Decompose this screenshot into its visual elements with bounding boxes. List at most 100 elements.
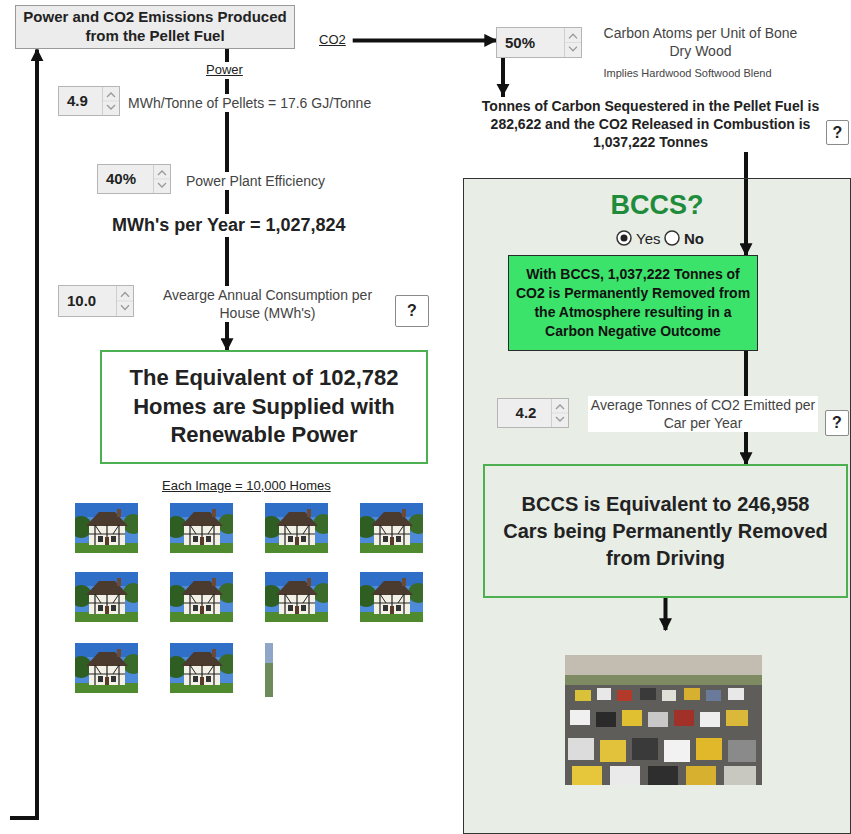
house-image bbox=[260, 503, 333, 553]
section-link: CO2 bbox=[317, 32, 348, 49]
spinner-up bbox=[158, 171, 166, 175]
traffic-image-part bbox=[617, 690, 632, 701]
result-box: The Equivalent of 102,782 Homes are Supp… bbox=[100, 350, 428, 464]
spinner-down bbox=[107, 105, 115, 109]
radio-button bbox=[665, 231, 679, 245]
header-box: Power and CO2 Emissions Produced from th… bbox=[15, 5, 295, 49]
node-text: 4.2 bbox=[506, 404, 546, 422]
traffic-image-part bbox=[726, 710, 748, 726]
radio-dot bbox=[621, 235, 628, 242]
house-images bbox=[70, 503, 428, 697]
input-note: Implies Hardwood Softwood Blend bbox=[590, 66, 785, 80]
house-image bbox=[165, 503, 238, 553]
partial-house-image bbox=[265, 643, 273, 663]
node-text: BCCS is Equivalent to 246,958 Cars being… bbox=[499, 491, 832, 572]
spinner-arrows bbox=[153, 165, 170, 193]
traffic-image-part bbox=[575, 690, 591, 701]
node-text: Power and CO2 Emissions Produced from th… bbox=[23, 8, 287, 46]
traffic-image-part bbox=[648, 766, 678, 785]
house-image bbox=[355, 572, 428, 622]
number-spinner: 4.9 bbox=[58, 86, 120, 116]
traffic-image-part bbox=[570, 710, 590, 725]
node-text: 10.0 bbox=[67, 292, 111, 310]
number-spinner: 10.0 bbox=[58, 285, 134, 317]
spinner-down bbox=[556, 417, 564, 421]
traffic-image-part bbox=[724, 766, 756, 785]
radio-label: Yes bbox=[634, 229, 662, 249]
equivalence-box: BCCS is Equivalent to 246,958 Cars being… bbox=[483, 464, 848, 598]
radio-label: No bbox=[682, 229, 706, 249]
bccs-result-box: With BCCS, 1,037,222 Tonnes of CO2 is Pe… bbox=[508, 255, 758, 351]
traffic-image-part bbox=[565, 675, 762, 685]
section-link: Power bbox=[204, 62, 245, 79]
house-image bbox=[355, 503, 428, 553]
spinner-up bbox=[107, 93, 115, 97]
help-button: ? bbox=[395, 295, 429, 327]
spinner-divider bbox=[552, 413, 568, 414]
house-image bbox=[70, 572, 143, 622]
traffic-image-part bbox=[622, 710, 642, 726]
arrow-head bbox=[497, 84, 510, 96]
traffic-image-part bbox=[610, 766, 640, 785]
spinner-divider bbox=[565, 42, 581, 43]
traffic-image bbox=[565, 655, 762, 785]
spinner-arrows bbox=[102, 87, 119, 115]
spinner-divider bbox=[117, 300, 133, 301]
traffic-image-part bbox=[700, 712, 720, 727]
node-text: 40% bbox=[106, 170, 148, 188]
input-caption: Carbon Atoms per Unit of Bone Dry Wood bbox=[598, 24, 803, 60]
panel-ground bbox=[463, 178, 851, 834]
spinner-down bbox=[121, 305, 129, 309]
traffic-image-part bbox=[565, 655, 762, 785]
help-button: ? bbox=[826, 120, 849, 145]
spinner-up bbox=[556, 405, 564, 409]
node-text: ? bbox=[826, 413, 848, 432]
traffic-image-part bbox=[674, 710, 694, 726]
traffic-image-part bbox=[632, 738, 658, 760]
image-caption: Each Image = 10,000 Homes bbox=[160, 478, 333, 495]
house-image bbox=[70, 643, 143, 693]
traffic-image-part bbox=[664, 740, 690, 762]
node-text: With BCCS, 1,037,222 Tonnes of CO2 is Pe… bbox=[514, 265, 752, 341]
bccs-panel: BCCS? With BCCS, 1,037,222 Tonnes of CO2 … bbox=[463, 178, 851, 834]
spinner-arrows bbox=[564, 28, 581, 57]
node-text: 4.9 bbox=[67, 92, 97, 110]
house-image bbox=[260, 572, 333, 622]
traffic-image-part bbox=[684, 688, 700, 700]
traffic-image-part bbox=[696, 738, 722, 760]
traffic-image-part bbox=[597, 688, 611, 700]
spinner-arrows bbox=[116, 286, 133, 316]
number-spinner: 40% bbox=[97, 164, 171, 194]
feedback-line bbox=[10, 50, 37, 819]
node-text: 50% bbox=[505, 34, 559, 52]
house-image bbox=[165, 572, 238, 622]
result-text: MWh's per Year = 1,027,824 bbox=[110, 214, 348, 237]
traffic-image-part bbox=[568, 738, 594, 760]
number-spinner: 4.2 bbox=[497, 398, 569, 428]
number-spinner: 50% bbox=[496, 27, 582, 58]
traffic-image-part bbox=[728, 688, 744, 700]
spinner-divider bbox=[103, 101, 119, 102]
spinner-up bbox=[569, 34, 577, 38]
traffic-image-part bbox=[640, 688, 656, 700]
node-text: BCCS? bbox=[464, 189, 850, 221]
input-caption: MWh/Tonne of Pellets = 17.6 GJ/Tonne bbox=[126, 94, 373, 112]
input-caption: Average Tonnes of CO2 Emitted per Car pe… bbox=[588, 396, 818, 432]
spinner-up bbox=[121, 292, 129, 296]
spinner-arrows bbox=[551, 399, 568, 427]
traffic-image-part bbox=[596, 712, 616, 727]
traffic-image-part bbox=[686, 766, 716, 785]
traffic-image-part bbox=[600, 740, 626, 762]
result-text: Tonnes of Carbon Sequestered in the Pell… bbox=[478, 97, 823, 152]
spinner-down bbox=[569, 47, 577, 51]
traffic-image-part bbox=[662, 690, 676, 701]
flow-arrow bbox=[353, 38, 496, 42]
house-image bbox=[165, 643, 238, 693]
node-text: ? bbox=[827, 123, 848, 142]
traffic-image-part bbox=[648, 712, 668, 727]
traffic-image-part bbox=[706, 690, 721, 701]
house-image bbox=[70, 503, 143, 553]
node-text: The Equivalent of 102,782 Homes are Supp… bbox=[114, 364, 414, 450]
spinner-divider bbox=[154, 179, 170, 180]
